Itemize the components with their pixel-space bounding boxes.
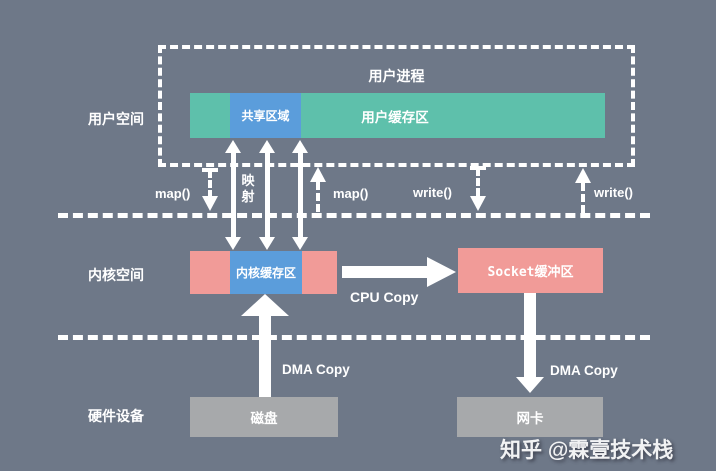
mapping-label: 映射 bbox=[241, 173, 255, 205]
map-up-arrow-shaft bbox=[316, 182, 320, 212]
mapping-double-arrow-2 bbox=[259, 140, 275, 250]
arrow-down-icon bbox=[292, 237, 308, 250]
user-process-dashed-box bbox=[158, 45, 635, 167]
map-down-arrow-head-icon bbox=[202, 196, 218, 211]
nic-box: 网卡 bbox=[457, 397, 603, 437]
dma-copy-right-label: DMA Copy bbox=[550, 363, 618, 378]
dma-down-arrow-head-icon bbox=[516, 377, 544, 393]
user-space-label: 用户空间 bbox=[88, 111, 144, 127]
cpu-copy-arrow-shaft bbox=[342, 266, 427, 278]
write-right-label: write() bbox=[594, 185, 633, 200]
watermark: 知乎 @霖壹技术栈 bbox=[500, 439, 674, 462]
cpu-copy-label: CPU Copy bbox=[350, 289, 419, 305]
arrow-shaft bbox=[297, 151, 303, 239]
mapping-double-arrow-3 bbox=[292, 140, 308, 250]
write-down-arrow-shaft bbox=[476, 168, 480, 196]
user-buffer-label: 用户缓存区 bbox=[361, 109, 429, 125]
kernel-buffer-box: 内核缓存区 bbox=[190, 251, 337, 294]
mapping-double-arrow-1 bbox=[225, 140, 241, 250]
map-down-arrow-shaft bbox=[208, 170, 212, 198]
arrow-down-icon bbox=[259, 237, 275, 250]
user-process-title: 用户进程 bbox=[368, 68, 425, 84]
user-buffer-bar: 共享区域 用户缓存区 bbox=[190, 93, 605, 138]
dma-down-arrow-shaft bbox=[524, 293, 536, 378]
hardware-label: 硬件设备 bbox=[88, 408, 144, 424]
shared-region-segment: 共享区域 bbox=[230, 93, 301, 138]
map-right-label: map() bbox=[333, 186, 369, 201]
arrow-shaft bbox=[264, 151, 270, 239]
arrow-shaft bbox=[230, 151, 236, 239]
socket-buffer-box: Socket缓冲区 bbox=[458, 248, 603, 293]
dma-up-arrow-shaft bbox=[259, 315, 271, 397]
kernel-space-label: 内核空间 bbox=[88, 267, 144, 283]
arrow-up-icon bbox=[292, 140, 308, 153]
arrow-up-icon bbox=[225, 140, 241, 153]
dma-up-arrow-head-icon bbox=[241, 294, 289, 316]
write-left-label: write() bbox=[413, 185, 452, 200]
write-down-arrow-head-icon bbox=[470, 196, 486, 211]
write-up-arrow-shaft bbox=[581, 183, 585, 213]
map-left-label: map() bbox=[155, 186, 191, 201]
kernel-hardware-separator bbox=[58, 335, 650, 340]
dma-copy-left-label: DMA Copy bbox=[282, 362, 350, 377]
user-kernel-separator bbox=[58, 213, 650, 218]
cpu-copy-arrow-head-icon bbox=[427, 257, 456, 287]
arrow-up-icon bbox=[259, 140, 275, 153]
kernel-buffer-label: 内核缓存区 bbox=[230, 251, 302, 294]
arrow-down-icon bbox=[225, 237, 241, 250]
disk-box: 磁盘 bbox=[190, 397, 338, 437]
write-up-arrow-head-icon bbox=[575, 168, 591, 183]
map-up-arrow-head-icon bbox=[310, 167, 326, 182]
